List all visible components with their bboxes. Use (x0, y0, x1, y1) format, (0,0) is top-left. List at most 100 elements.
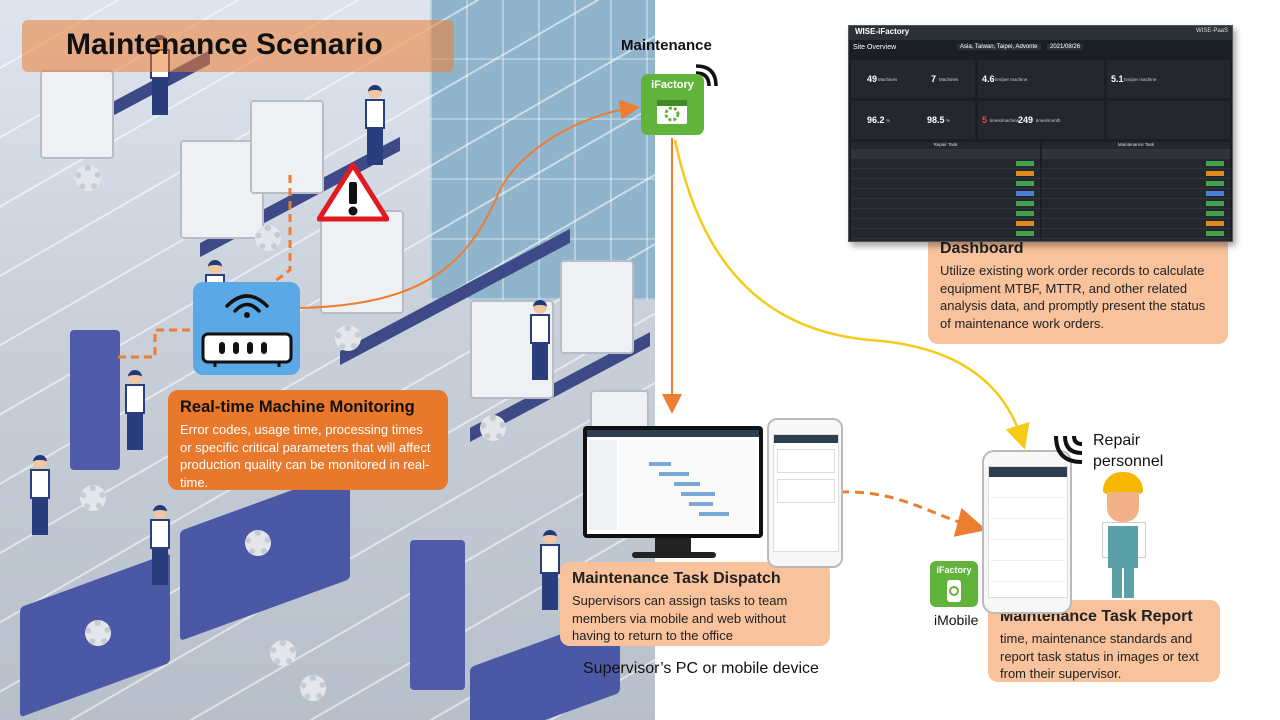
maintenance-label: Maintenance (621, 37, 712, 54)
kpi-unit: Machines (939, 77, 959, 82)
kpi-value: 4.6 (982, 74, 995, 84)
callout-task-dispatch: Maintenance Task Dispatch Supervisors ca… (560, 562, 830, 646)
gear-part (85, 620, 111, 646)
factory-worker (540, 530, 560, 610)
location-filter[interactable]: Asia, Taiwan, Taipei, Advonte (957, 44, 1041, 50)
table-row (851, 229, 1040, 239)
dashboard-app-title: WISE-iFactory (855, 27, 910, 36)
status-badge (1016, 221, 1034, 226)
table-row (851, 189, 1040, 199)
kpi-value: 98.5 (927, 115, 945, 125)
callout-text: Supervisors can assign tasks to team mem… (572, 593, 788, 643)
supervisor-phone (767, 418, 843, 568)
callout-title: Real-time Machine Monitoring (180, 398, 415, 416)
factory-illustration (0, 0, 655, 720)
kpi-panel (1107, 101, 1230, 139)
kpi-panel: 96.2 % 98.5 % (851, 101, 975, 139)
imobile-app-icon[interactable]: iFactory (930, 561, 978, 607)
dispatch-to-repair-arrow (839, 490, 987, 537)
status-badge (1206, 231, 1224, 236)
table-row (1042, 229, 1230, 239)
kpi-unit: % (946, 118, 951, 123)
table-row (1042, 199, 1230, 209)
drill-press (70, 330, 120, 470)
kpi-value: 7 (931, 74, 937, 84)
table-row (851, 149, 1040, 159)
gear-part (75, 165, 101, 191)
callout-text: time, maintenance standards and report t… (1000, 631, 1199, 681)
status-badge (1206, 171, 1224, 176)
mobile-icon (947, 580, 961, 602)
monitor-screen (587, 430, 759, 534)
iot-gateway-router (193, 282, 300, 375)
repair-technician (1098, 470, 1148, 600)
callout-title: Dashboard (940, 240, 1024, 257)
gear-part (335, 325, 361, 351)
repair-personnel-label: Repair personnel (1093, 430, 1183, 472)
scenario-title: Maintenance Scenario (66, 28, 383, 61)
dashboard-brand: WISE-PaaS (1195, 28, 1228, 34)
table-row (851, 159, 1040, 169)
table-row (851, 179, 1040, 189)
kpi-unit: % (886, 118, 891, 123)
cnc-machine (320, 210, 404, 314)
callout-dashboard: Dashboard Utilize existing work order re… (928, 232, 1228, 344)
dashboard-screenshot: WISE-iFactory WISE-PaaS Site Overview As… (848, 25, 1233, 242)
status-badge (1016, 231, 1034, 236)
status-badge (1206, 161, 1224, 166)
repair-phone (982, 450, 1072, 614)
supervisor-device-label: Supervisor’s PC or mobile device (583, 660, 819, 677)
callout-title: Maintenance Task Dispatch (572, 570, 781, 587)
table-row (1042, 159, 1230, 169)
date-filter[interactable]: 2021/08/26 (1047, 44, 1084, 50)
scenario-title-banner: Maintenance Scenario (22, 20, 454, 72)
ifactory-maintenance-app-icon[interactable]: iFactory (641, 74, 704, 135)
table-row (851, 199, 1040, 209)
repair-task-table: Repair Task (851, 142, 1040, 241)
kpi-panel: 4.6 hrs/per machine (978, 60, 1104, 98)
table-row (1042, 189, 1230, 199)
table-row (851, 219, 1040, 229)
kpi-panel: 5.1 hrs/per machine (1107, 60, 1230, 98)
table-row (1042, 209, 1230, 219)
app-name: iFactory (651, 79, 694, 91)
status-badge (1016, 181, 1034, 186)
gear-part (270, 640, 296, 666)
app-name: iFactory (936, 565, 972, 575)
table-row (1042, 219, 1230, 229)
kpi-value: 5 (982, 115, 988, 125)
gear-part (480, 415, 506, 441)
cnc-machine (250, 100, 324, 194)
kpi-value: 5.1 (1111, 74, 1124, 84)
phone-screen (773, 434, 839, 552)
supervisor-monitor (583, 426, 763, 538)
status-badge (1206, 191, 1224, 196)
calendar-gear-icon (657, 100, 687, 124)
warning-icon (317, 162, 389, 222)
status-badge (1206, 211, 1224, 216)
phone-screen (988, 466, 1068, 598)
wifi-icon (225, 294, 269, 318)
table-row (1042, 149, 1230, 159)
dashboard-topbar: WISE-iFactory WISE-PaaS (849, 26, 1232, 40)
table-rows (851, 149, 1040, 239)
dashboard-page-title: Site Overview (853, 44, 897, 51)
status-badge (1206, 181, 1224, 186)
table-row (1042, 179, 1230, 189)
status-badge (1016, 201, 1034, 206)
kpi-panel: 5 times/machine 249 times/month (978, 101, 1104, 139)
repair-personnel-text: Repair personnel (1093, 432, 1164, 470)
status-badge (1016, 161, 1034, 166)
dashboard-subbar: Site Overview Asia, Taiwan, Taipei, Advo… (849, 42, 1232, 56)
status-badge (1206, 221, 1224, 226)
kpi-unit: times/machine (990, 118, 1020, 123)
gear-part (80, 485, 106, 511)
kpi-unit: Machines (878, 77, 898, 82)
cnc-machine (40, 70, 114, 159)
imobile-label: iMobile (934, 612, 979, 628)
status-badge (1206, 201, 1224, 206)
drill-press (410, 540, 465, 690)
factory-worker (365, 85, 385, 165)
monitor-stand (655, 538, 691, 552)
gear-part (300, 675, 326, 701)
